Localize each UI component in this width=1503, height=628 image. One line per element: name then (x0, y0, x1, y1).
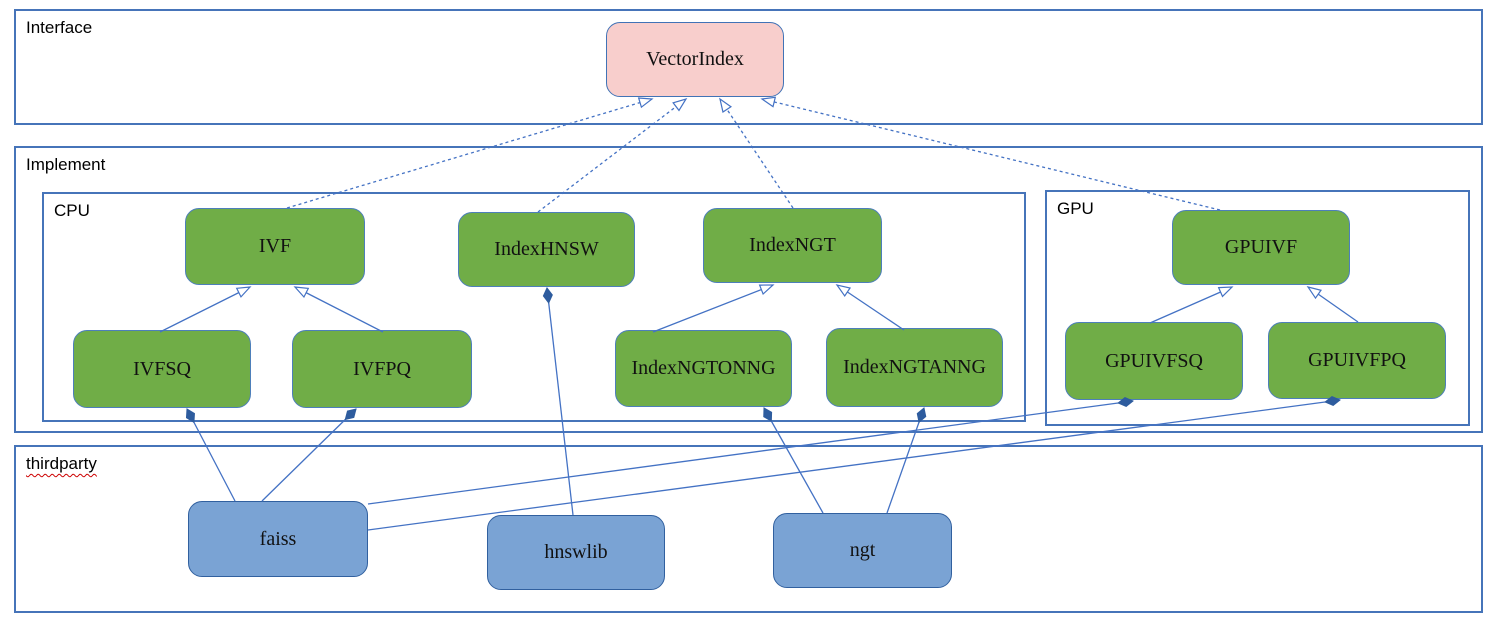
node-label: IVFSQ (133, 357, 191, 380)
group-implement-label: Implement (26, 155, 106, 174)
group-interface-label: Interface (26, 18, 93, 37)
node-vectorindex[interactable]: VectorIndex (606, 22, 784, 97)
group-thirdparty-label: thirdparty (26, 454, 97, 473)
group-cpu-label: CPU (54, 201, 90, 220)
node-label: VectorIndex (646, 48, 744, 70)
node-hnswlib[interactable]: hnswlib (487, 515, 665, 590)
node-indexngt[interactable]: IndexNGT (703, 208, 882, 283)
node-indexngtanng[interactable]: IndexNGTANNG (826, 328, 1003, 407)
node-label: IndexNGT (749, 234, 836, 256)
node-label: faiss (259, 527, 297, 550)
group-gpu-label: GPU (1057, 199, 1094, 218)
node-gpuivfsq[interactable]: GPUIVFSQ (1065, 322, 1243, 400)
node-label: GPUIVF (1224, 236, 1298, 258)
node-label: IVFPQ (353, 357, 411, 380)
node-faiss[interactable]: faiss (188, 501, 368, 577)
node-label: IndexNGTANNG (843, 356, 986, 378)
node-label: IndexNGTONNG (631, 357, 776, 379)
node-ngt[interactable]: ngt (773, 513, 952, 588)
node-label: hnswlib (544, 541, 608, 563)
node-indexhnsw[interactable]: IndexHNSW (458, 212, 635, 287)
node-indexngtonng[interactable]: IndexNGTONNG (615, 330, 792, 407)
node-label: GPUIVFPQ (1308, 349, 1406, 371)
node-ivfsq[interactable]: IVFSQ (73, 330, 251, 408)
node-gpuivfpq[interactable]: GPUIVFPQ (1268, 322, 1446, 399)
node-label: GPUIVFSQ (1105, 349, 1203, 372)
node-label: IndexHNSW (494, 238, 599, 260)
node-gpuivf[interactable]: GPUIVF (1172, 210, 1350, 285)
node-label: IVF (258, 235, 292, 257)
node-ivf[interactable]: IVF (185, 208, 365, 285)
node-ivfpq[interactable]: IVFPQ (292, 330, 472, 408)
node-label: ngt (849, 539, 876, 561)
